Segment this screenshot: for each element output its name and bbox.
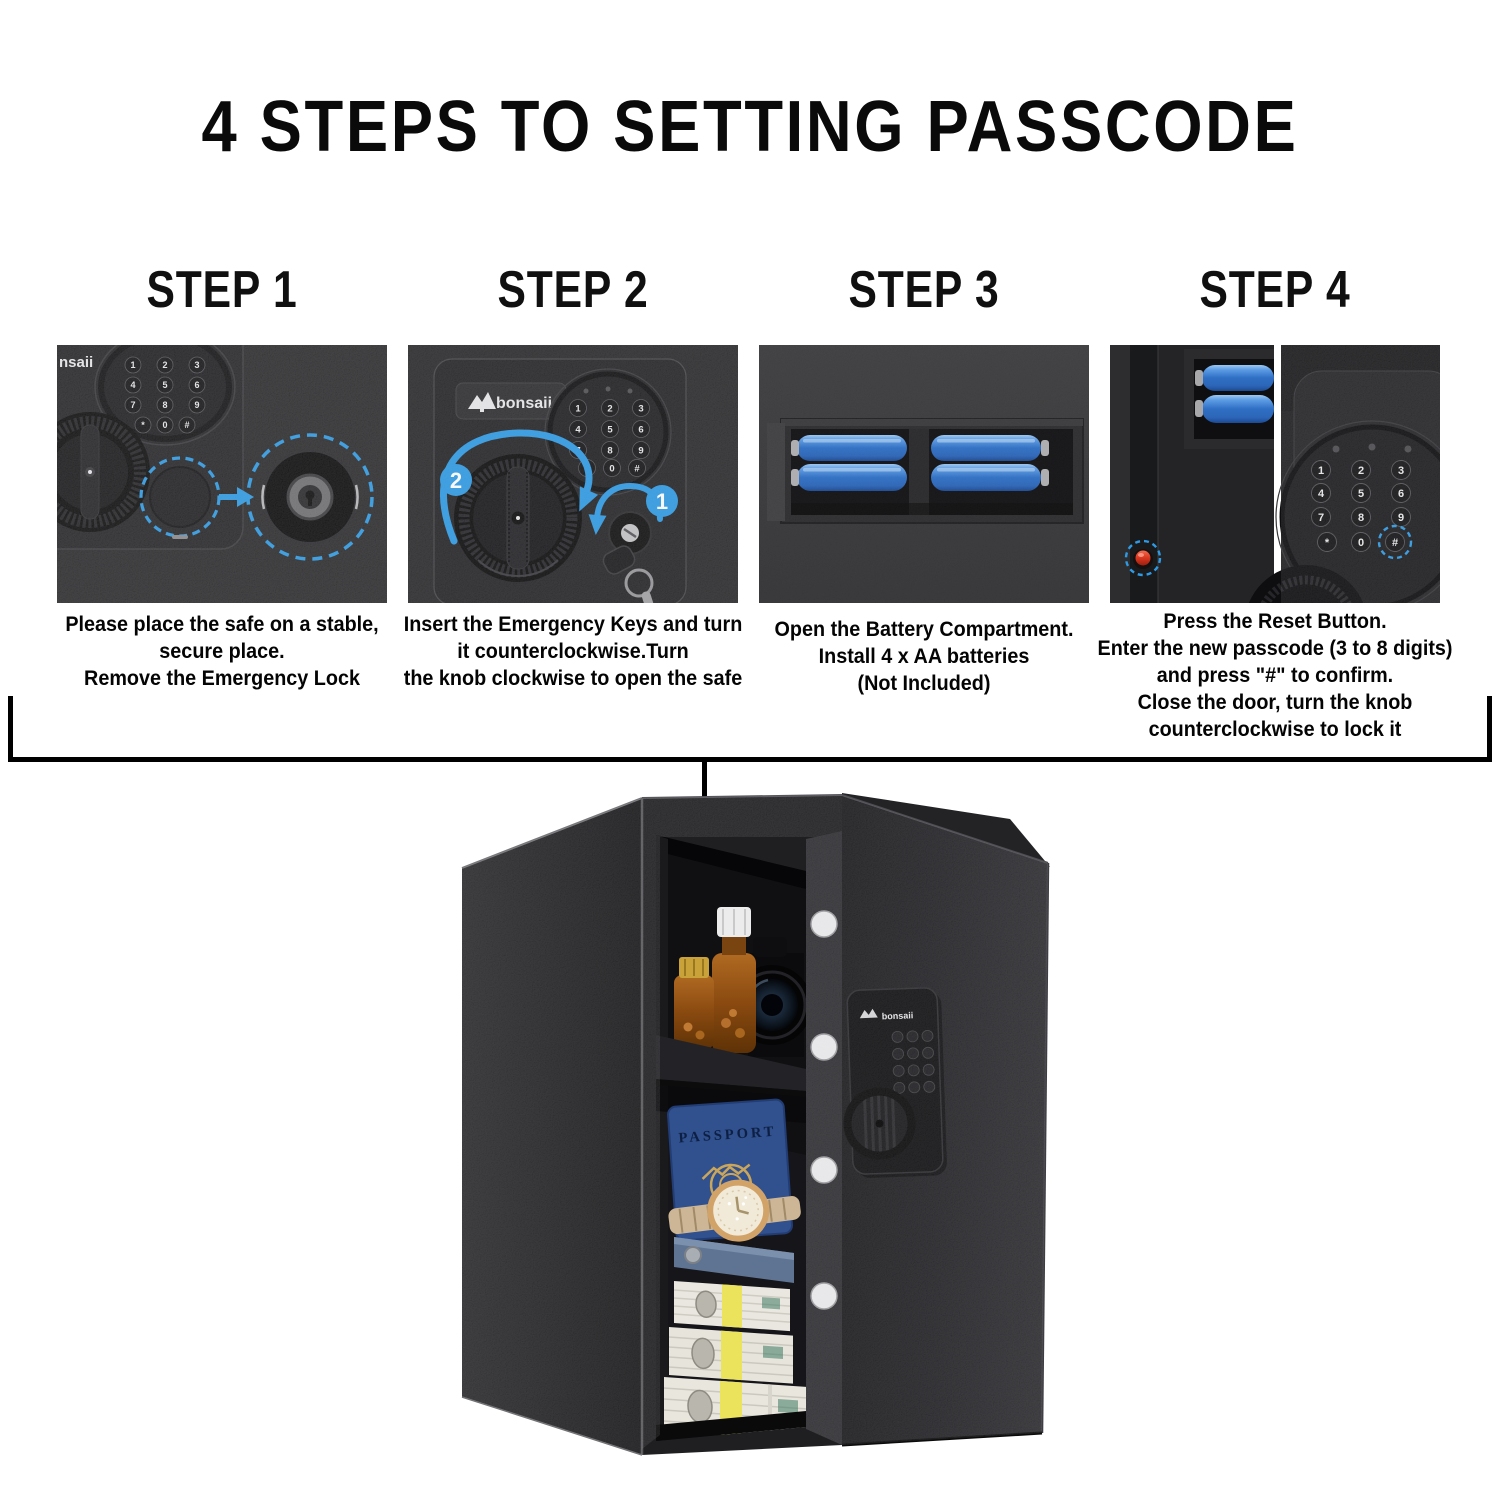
bill-portrait [695, 1290, 717, 1319]
safe-product-image: PASSPORT [461, 793, 1050, 1456]
bill-portrait [691, 1337, 715, 1370]
texture-overlay [57, 345, 387, 603]
currency-band [722, 1284, 742, 1328]
storage-box [674, 1237, 794, 1283]
step4-heading: STEP 4 [1199, 261, 1351, 319]
bracket-left-tick [8, 696, 13, 762]
step4-caption: Press the Reset Button. Enter the new pa… [1097, 609, 1453, 741]
step2-caption: Insert the Emergency Keys and turn it co… [403, 612, 743, 690]
currency-band [721, 1330, 742, 1381]
texture-overlay [759, 345, 1089, 603]
bracket-horizontal-line [8, 757, 1492, 762]
pill-bottle-white-cap [712, 907, 756, 1053]
watch [668, 1179, 801, 1242]
bill-portrait [687, 1389, 713, 1424]
photo-split-divider [1274, 345, 1281, 603]
page-title: 4 STEPS TO SETTING PASSCODE [201, 87, 1299, 167]
pill-bottle-gold-cap [674, 957, 714, 1049]
step3-heading: STEP 3 [848, 261, 1000, 319]
step1-photo: nsaii 1 2 3 4 5 6 7 8 9 * 0 # [57, 345, 387, 603]
step1-heading: STEP 1 [146, 261, 298, 319]
step2-heading: STEP 2 [497, 261, 649, 319]
step4-photo: 1 2 3 4 5 6 7 8 9 * 0 # [1110, 345, 1440, 603]
highlight-circle-dashed [1124, 539, 1162, 577]
texture-overlay [1281, 345, 1440, 603]
step2-photo: bonsaii 1 2 3 4 5 6 7 8 9 * 0 # [408, 345, 738, 603]
step1-caption: Please place the safe on a stable, secur… [65, 612, 379, 690]
bracket-stem [702, 762, 707, 808]
step3-photo [759, 345, 1089, 603]
bracket-right-tick [1487, 696, 1492, 762]
step3-caption: Open the Battery Compartment. Install 4 … [774, 617, 1074, 695]
texture-overlay [408, 345, 738, 603]
aa-battery [1202, 365, 1274, 391]
safe-contents: PASSPORT [656, 835, 806, 1441]
aa-battery [1202, 395, 1274, 423]
step4-left-inner-door [1110, 345, 1274, 603]
cash-stack-row [674, 1281, 790, 1332]
cash-stack-row [669, 1327, 793, 1384]
battery-compartment-glimpse [1184, 349, 1274, 449]
reset-button [1124, 539, 1162, 577]
passport-label: PASSPORT [678, 1124, 777, 1147]
